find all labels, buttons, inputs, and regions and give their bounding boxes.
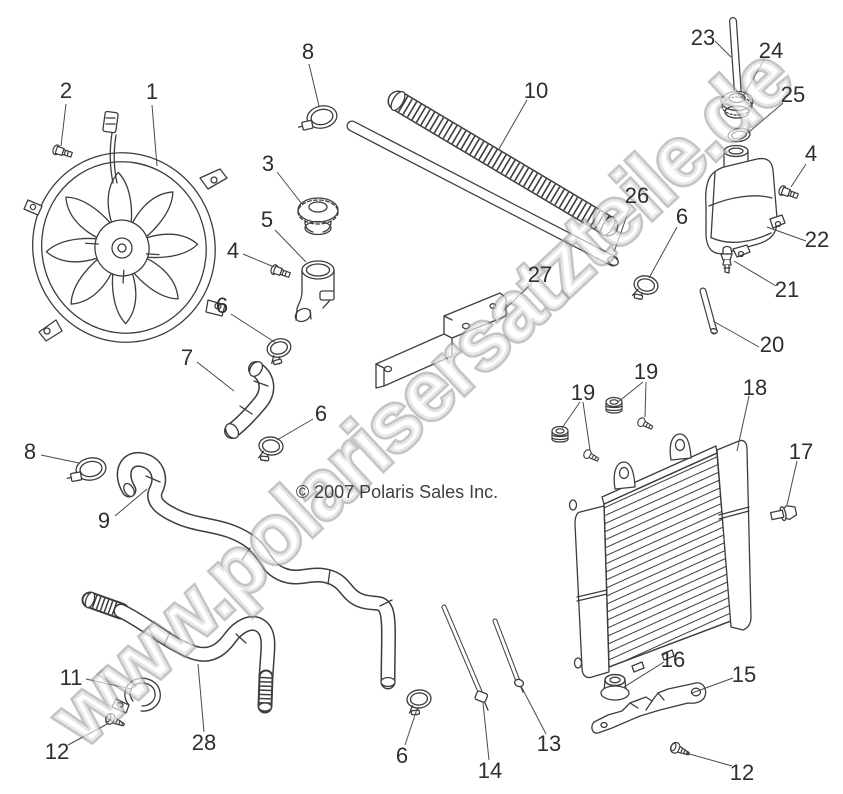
wellnut-screw-left-drawing (581, 447, 601, 465)
callout-6-right: 6 (676, 204, 688, 229)
callout-14: 14 (478, 758, 502, 783)
callout-17: 17 (789, 439, 813, 464)
lower-radiator-hose-drawing (81, 591, 276, 714)
corrugated-conduit-drawing (387, 90, 619, 237)
mounting-bracket-drawing (375, 292, 507, 389)
drain-tube-drawing (699, 287, 718, 335)
callout-15: 15 (732, 662, 756, 687)
callout-12-bl: 12 (45, 739, 69, 764)
filler-neck-drawing (294, 260, 335, 323)
vent-line-14-drawing (441, 604, 489, 711)
callout-6-left: 6 (216, 293, 228, 318)
callout-9: 9 (98, 508, 110, 533)
grommet-drawing (600, 673, 630, 701)
fan-mount-screw-drawing (51, 143, 74, 161)
watermark-text: www.polarisersatzteile.de (31, 30, 808, 764)
hose-clamp-small-1-drawing (264, 335, 296, 367)
screw-bottom-right-drawing (668, 740, 692, 760)
coolant-reservoir-drawing (705, 144, 786, 258)
callout-19-left: 19 (571, 380, 595, 405)
callout-16: 16 (661, 647, 685, 672)
wellnut-screw-right-drawing (635, 415, 655, 433)
callout-4-right: 4 (805, 141, 817, 166)
callout-26: 26 (625, 183, 649, 208)
callout-13: 13 (537, 731, 561, 756)
p-clamp-drawing (111, 677, 161, 714)
callout-18: 18 (743, 375, 767, 400)
callout-22: 22 (805, 227, 829, 252)
drain-fitting-drawing (720, 245, 733, 274)
support-bracket-drawing (591, 682, 707, 734)
callout-25: 25 (781, 82, 805, 107)
callout-1: 1 (146, 79, 158, 104)
callout-10: 10 (524, 78, 548, 103)
copyright-notice: © 2007 Polaris Sales Inc. (296, 482, 498, 502)
wellnut-left-drawing (551, 425, 569, 443)
callout-2: 2 (60, 78, 72, 103)
reservoir-cap-drawing (720, 90, 754, 119)
callout-7: 7 (181, 345, 193, 370)
callout-11: 11 (60, 665, 83, 690)
wellnut-right-drawing (605, 396, 623, 414)
hex-bolt-drawing (769, 505, 798, 522)
cooling-fan-assembly-drawing (23, 110, 228, 343)
callout-3: 3 (262, 151, 274, 176)
callout-6-mid: 6 (315, 401, 327, 426)
callout-12-br: 12 (730, 760, 754, 785)
callout-24: 24 (759, 38, 783, 63)
callout-4-left: 4 (227, 238, 239, 263)
leader-lines (40, 40, 807, 767)
callout-8-top: 8 (302, 39, 314, 64)
straight-tube-drawing (346, 120, 619, 267)
radiator-drawing (568, 433, 752, 679)
elbow-hose-drawing (224, 361, 275, 439)
cap-seal-drawing (727, 127, 751, 143)
callout-19-right: 19 (634, 359, 658, 384)
hose-clamp-small-3-drawing (630, 273, 661, 304)
hose-clamp-large-top-drawing (294, 102, 340, 134)
upper-radiator-hose-drawing (116, 451, 396, 690)
callout-23: 23 (691, 25, 715, 50)
callout-8-bl: 8 (24, 439, 36, 464)
callout-27: 27 (528, 262, 552, 287)
hose-clamp-large-bl-drawing (63, 454, 109, 485)
callout-28: 28 (192, 730, 216, 755)
callout-21: 21 (775, 277, 799, 302)
hose-clamp-small-2-drawing (256, 435, 285, 464)
callout-5: 5 (261, 207, 273, 232)
hose-clamp-small-4-drawing (405, 688, 434, 717)
vent-line-13-drawing (492, 618, 525, 693)
callout-20: 20 (760, 332, 784, 357)
pressure-cap-drawing (297, 197, 339, 236)
callout-6-bottom: 6 (396, 743, 408, 768)
flange-bolt-right-drawing (777, 184, 800, 202)
